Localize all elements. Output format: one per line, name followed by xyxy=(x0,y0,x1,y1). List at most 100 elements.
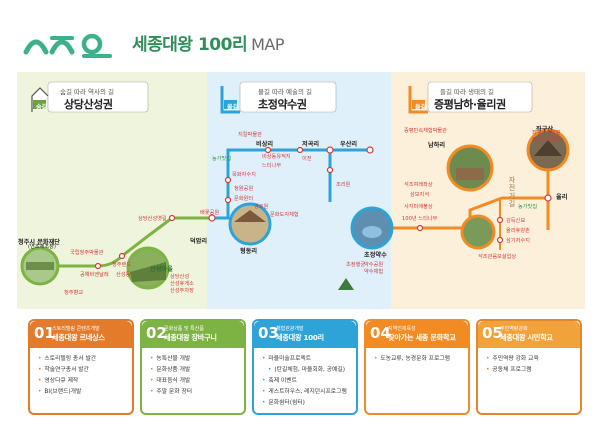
zone3-tag: 들길 xyxy=(415,104,427,111)
mountain-icon xyxy=(338,278,354,290)
program-card-header: 05 주민역량강화 세종대왕 시민학교 xyxy=(478,321,580,348)
zone1-tag: 숨길 xyxy=(36,104,48,111)
title-text: 세종대왕 100리 xyxy=(132,35,248,55)
list-item: 스토리텔링 총서 발간 xyxy=(38,354,96,365)
place-hyeongdong: 형동리 xyxy=(240,248,258,255)
zone2-subtitle: 물길 따라 예술의 길 xyxy=(258,88,313,96)
program-subtitle: 문화상품 및 특산품 xyxy=(164,326,204,332)
list-item: 영상다큐 제작 xyxy=(38,376,96,387)
list-item: 문화상품 개발 xyxy=(150,365,192,376)
place-bisang: 비상리 xyxy=(256,141,274,148)
place-cheongju-sub: (연초제조창) xyxy=(28,244,56,250)
label-cliff-buddha: 사지미애불상 xyxy=(404,204,433,210)
photo-chojeong xyxy=(350,206,394,250)
label-mineral-park: 약수공원 xyxy=(364,262,384,268)
list-item: 도농교류, 농경문화 프로그램 xyxy=(374,354,450,365)
program-items: 농특산물 개발 문화상품 개발 대표음식 개발 주말 문화 장터 xyxy=(150,354,192,398)
place-chojeong: 초정약수 xyxy=(364,252,387,259)
place-sandang: 산성마을 xyxy=(150,266,173,273)
program-card-3[interactable]: 03 체험관광개발 세종대왕 100리 마을미술프로젝트 (탄길체험, 마을회화… xyxy=(252,319,358,415)
program-card-5[interactable]: 05 주민역량강화 세종대왕 시민학교 주민역량 강화 교육 공동체 프로그램 xyxy=(476,319,582,415)
list-item: BI(브랜드)개발 xyxy=(38,387,96,398)
label-mineral-experience: 약수체험 xyxy=(364,269,384,275)
zone-header-2 xyxy=(220,81,337,114)
list-item: 마을미술프로젝트 xyxy=(262,354,347,365)
route-orange xyxy=(370,170,550,230)
zone3-name: 증평남하·율리권 xyxy=(434,98,506,111)
zone3-subtitle: 들길 따라 생태의 길 xyxy=(440,88,495,96)
program-number: 05 xyxy=(482,324,503,342)
program-title: 세종대왕 르네상스 xyxy=(52,333,105,342)
label-munhwawon: 문화원터 xyxy=(234,196,254,202)
program-items: 마을미술프로젝트 (탄길체험, 마을회화, 공예길) 축제 이벤트 게스트하우스… xyxy=(262,354,347,409)
program-number: 03 xyxy=(258,324,279,342)
program-items: 스토리텔링 총서 발간 학술연구총서 발간 영상다큐 제작 BI(브랜드)개발 xyxy=(38,354,96,398)
list-item: 주말 문화 장터 xyxy=(150,387,192,398)
photo-namhari xyxy=(446,144,494,192)
label-old-road: 상당산성옛길 xyxy=(138,216,167,222)
program-subtitle: 체험관광개발 xyxy=(276,326,304,332)
label-cheongjuland: 청주랜드 xyxy=(112,262,132,268)
zone-header-1 xyxy=(31,81,149,113)
label-haenggung: 초정행궁 xyxy=(346,262,366,268)
program-subtitle: 주민역량강화 xyxy=(500,326,528,332)
label-parking: 산성주차장 xyxy=(170,288,194,294)
label-ijeon: 이전 xyxy=(302,156,312,162)
label-reservoir: 목화자수지 xyxy=(232,172,256,178)
label-museum: 국립청주박물관 xyxy=(70,250,104,256)
label-zelkova: 느티나무 xyxy=(262,163,282,169)
zone1-subtitle: 숨길 따라 역사의 길 xyxy=(60,88,115,96)
photo-hyeongdong xyxy=(228,202,272,246)
list-item: 학술연구총서 발간 xyxy=(38,365,96,376)
title-map-word: MAP xyxy=(251,35,285,54)
zone2-tag: 물길 xyxy=(227,104,239,111)
label-sandangsanseong: 상당산성 xyxy=(170,274,190,280)
label-joriwon: 조리원 xyxy=(336,182,351,188)
label-100yr-zelkova: 100년 느티나무 xyxy=(402,216,438,222)
label-hyanggyo: 청주향교 xyxy=(64,290,84,296)
program-card-header: 02 문화상품 및 특산품 세종대왕 장바구니 xyxy=(142,321,244,348)
photo-cheongju xyxy=(20,246,60,286)
place-deokgam: 덕암리 xyxy=(190,238,208,245)
place-cheongju: 청주시 문화재단 xyxy=(18,239,61,246)
list-item: 게스트하우스, 레지던시프로그램 xyxy=(262,387,346,398)
list-item: 주민역량 강화 교육 xyxy=(486,354,538,365)
label-farm-restaurant-2: 농가맛집 xyxy=(518,204,538,210)
label-ceramics: 문화도자체험 xyxy=(270,212,299,218)
program-card-2[interactable]: 02 문화상품 및 특산품 세종대왕 장바구니 농특산물 개발 문화상품 개발 … xyxy=(140,319,246,415)
program-title: 세종대왕 장바구니 xyxy=(164,333,217,342)
place-jeogok: 저곡리 xyxy=(302,141,320,148)
program-card-header: 04 지역인재육성 찾아가는 세종 문화학교 xyxy=(366,321,468,348)
program-subtitle: 스토리텔링 콘텐츠개발 xyxy=(52,326,100,332)
label-observatory: 좌구산천문대 xyxy=(532,137,561,143)
program-title: 세종대왕 100리 xyxy=(276,333,324,342)
zone1-name: 상당산성권 xyxy=(64,98,113,111)
program-card-header: 01 스토리텔링 콘텐츠개발 세종대왕 르네상스 xyxy=(30,321,132,348)
list-item: 대표음식 개발 xyxy=(150,376,192,387)
program-subtitle: 지역인재육성 xyxy=(388,326,416,332)
label-biennale: 공예비엔날레 xyxy=(80,272,109,278)
label-stone-buddha: 석조여래좌상 xyxy=(404,182,433,188)
list-item: (탄길체험, 마을회화, 공예길) xyxy=(262,365,347,376)
label-kimdeuksin: 김득신묘 xyxy=(506,218,526,224)
label-jikil-museum: 지킬박물관 xyxy=(238,132,262,138)
list-item: 공동체 프로그램 xyxy=(486,365,539,376)
place-namhari: 남하리 xyxy=(428,142,446,149)
program-card-1[interactable]: 01 스토리텔링 콘텐츠개발 세종대왕 르네상스 스토리텔링 총서 발간 학술연… xyxy=(28,319,134,415)
label-park: 청원공원 xyxy=(234,186,254,192)
list-item: 문화쉼터(쉼터) xyxy=(262,398,347,409)
place-usan: 우산리 xyxy=(340,141,358,148)
program-card-4[interactable]: 04 지역인재육성 찾아가는 세종 문화학교 도농교류, 농경문화 프로그램 xyxy=(364,319,470,415)
logo-icon xyxy=(23,33,112,58)
label-yulli-village: 율리휴양촌 xyxy=(506,228,530,234)
label-gyeongrowon: 경로원 xyxy=(254,204,269,210)
program-number: 02 xyxy=(146,324,167,342)
list-item: 축제 이벤트 xyxy=(262,376,347,387)
label-sanseongdong: 산성동 xyxy=(116,272,131,278)
photo-jwagusan xyxy=(526,128,570,172)
photo-sandang xyxy=(126,246,170,290)
zone-header-3 xyxy=(408,81,533,114)
program-number: 01 xyxy=(34,324,55,342)
